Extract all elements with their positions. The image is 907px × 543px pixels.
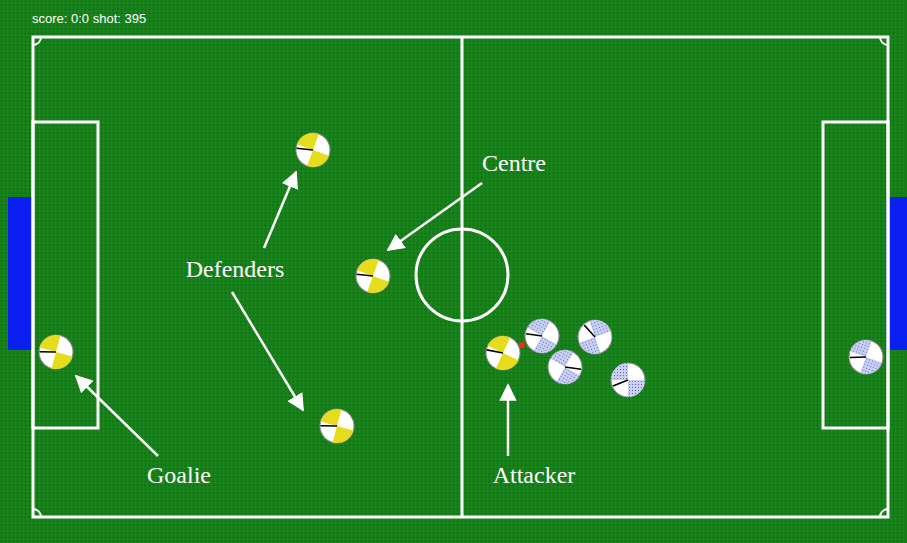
role-label-box: Attacker <box>493 462 576 488</box>
centre-circle <box>416 229 508 321</box>
left-penalty-box <box>33 122 98 428</box>
centre-robot <box>351 254 395 298</box>
leader-arrow <box>264 172 296 248</box>
goalie-robot <box>35 331 77 373</box>
role-label-box: Goalie <box>147 462 211 488</box>
role-label: Defenders <box>186 256 285 282</box>
halfway-line <box>461 37 464 517</box>
touch-line <box>33 37 888 517</box>
defender-robot <box>291 128 335 172</box>
right-penalty-box <box>823 122 888 428</box>
opponent-robot <box>844 335 888 379</box>
role-label-box: Defenders <box>186 256 285 282</box>
leader-arrow <box>232 292 303 410</box>
role-label: Centre <box>482 150 546 176</box>
score-readout-box: score: 0:0 shot: 395 <box>32 9 146 27</box>
opponent-robot <box>611 363 645 397</box>
defender-robot <box>316 405 358 447</box>
corner-arcs <box>33 37 888 517</box>
attacker-robot <box>480 330 525 375</box>
blue-team <box>519 313 888 397</box>
role-label-box: Centre <box>482 150 546 176</box>
leader-arrows <box>76 172 508 456</box>
field-lines <box>33 37 888 517</box>
yellow-team <box>35 128 525 447</box>
leader-arrow <box>507 385 510 456</box>
left-goal <box>8 197 34 350</box>
score-readout: score: 0:0 shot: 395 <box>32 11 146 26</box>
ball <box>519 342 525 348</box>
opponent-robot <box>542 344 588 390</box>
role-label: Goalie <box>147 462 211 488</box>
role-label: Attacker <box>493 462 576 488</box>
opponent-robot <box>573 315 617 359</box>
leader-arrow <box>76 376 158 456</box>
leader-arrow <box>388 183 482 250</box>
